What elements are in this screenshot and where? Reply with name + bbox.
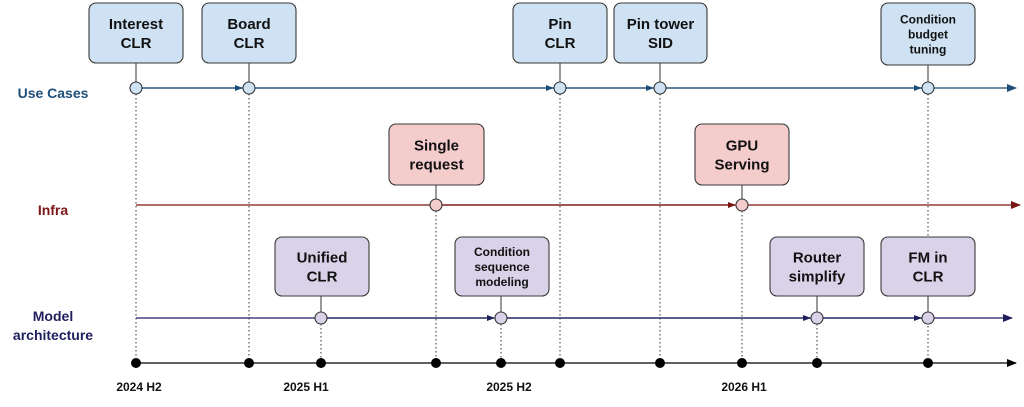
timeline-dot bbox=[431, 358, 441, 368]
milestone-node bbox=[429, 198, 443, 212]
milestone-gpu-serving: GPU Serving bbox=[694, 123, 790, 212]
milestone-box bbox=[454, 236, 550, 297]
milestone-label-line: Condition bbox=[474, 245, 530, 259]
lane-label-line: Use Cases bbox=[18, 85, 89, 101]
milestone-label: Single request bbox=[409, 137, 463, 173]
timeline-dot bbox=[923, 358, 933, 368]
milestone-label: FM in CLR bbox=[908, 249, 947, 285]
lane-label-line: architecture bbox=[13, 327, 93, 343]
milestone-label-line: simplify bbox=[789, 268, 846, 285]
milestone-box bbox=[88, 2, 184, 64]
timeline-label: 2024 H2 bbox=[116, 380, 162, 394]
milestone-label: GPU Serving bbox=[714, 137, 769, 173]
milestone-node bbox=[653, 81, 667, 95]
timeline-dot bbox=[244, 358, 254, 368]
lane-label-line: Infra bbox=[38, 202, 69, 218]
milestone-node bbox=[242, 81, 256, 95]
milestone-box bbox=[880, 236, 976, 297]
milestone-box bbox=[512, 2, 608, 64]
milestone-label-line: CLR bbox=[913, 268, 944, 285]
milestone-label-line: GPU bbox=[726, 137, 759, 154]
milestone-label-line: Interest bbox=[109, 16, 163, 33]
lane-label-use_cases: Use Cases bbox=[18, 85, 89, 101]
timeline-dot bbox=[812, 358, 822, 368]
milestone-label-line: CLR bbox=[307, 268, 338, 285]
milestone-label-line: SID bbox=[648, 35, 673, 52]
timeline-dot bbox=[655, 358, 665, 368]
milestone-label-line: tuning bbox=[910, 42, 947, 56]
timeline-label: 2025 H1 bbox=[283, 380, 329, 394]
milestone-node bbox=[553, 81, 567, 95]
milestone-label-line: request bbox=[409, 156, 463, 173]
milestone-label: Router simplify bbox=[789, 249, 846, 285]
timeline-dot bbox=[555, 358, 565, 368]
milestone-node bbox=[921, 81, 935, 95]
timeline-dot bbox=[737, 358, 747, 368]
timeline-label: 2025 H2 bbox=[486, 380, 532, 394]
milestone-box bbox=[201, 2, 297, 64]
milestone-box bbox=[694, 123, 790, 186]
timeline-dot bbox=[496, 358, 506, 368]
milestone-router-simplify: Router simplify bbox=[769, 236, 865, 325]
milestone-single-request: Single request bbox=[388, 123, 485, 212]
milestone-label-line: FM in bbox=[908, 249, 947, 266]
milestone-node bbox=[735, 198, 749, 212]
milestone-node bbox=[810, 311, 824, 325]
milestone-label-line: CLR bbox=[545, 35, 576, 52]
milestone-box bbox=[613, 2, 708, 64]
milestone-label-line: CLR bbox=[234, 35, 265, 52]
milestone-node bbox=[921, 311, 935, 325]
lane-arrows bbox=[132, 84, 1021, 322]
milestone-label-line: Condition bbox=[900, 12, 956, 26]
milestone-box bbox=[769, 236, 865, 297]
timeline-dot bbox=[131, 358, 141, 368]
milestone-label-line: Pin tower bbox=[627, 16, 695, 33]
lane-label-line: Model bbox=[33, 308, 73, 324]
milestone-label-line: sequence bbox=[474, 260, 530, 274]
timeline-dot bbox=[316, 358, 326, 368]
milestone-label-line: budget bbox=[908, 27, 948, 41]
milestone-fm-in-clr: FM in CLR bbox=[880, 236, 976, 325]
milestone-box bbox=[388, 123, 485, 186]
milestone-node bbox=[129, 81, 143, 95]
milestone-label-line: Pin bbox=[548, 16, 571, 33]
timeline-axis: 2024 H2 2025 H1 2025 H2 2026 H1 bbox=[116, 358, 1017, 394]
milestone-label-line: Router bbox=[793, 249, 841, 266]
milestone-label-line: Unified bbox=[297, 249, 348, 266]
milestone-node bbox=[314, 311, 328, 325]
milestone-label-line: Single bbox=[414, 137, 459, 154]
milestone-label-line: Serving bbox=[714, 156, 769, 173]
lane-label-model_architecture: Model architecture bbox=[13, 308, 93, 343]
milestone-label-line: modeling bbox=[475, 275, 528, 289]
lane-label-infra: Infra bbox=[38, 202, 69, 218]
milestone-label-line: CLR bbox=[121, 35, 152, 52]
timeline-label: 2026 H1 bbox=[721, 380, 767, 394]
milestone-box bbox=[880, 2, 976, 66]
milestone-label-line: Board bbox=[227, 16, 270, 33]
milestone-box bbox=[274, 236, 370, 297]
guide-lines bbox=[135, 94, 929, 358]
milestone-node bbox=[494, 311, 508, 325]
